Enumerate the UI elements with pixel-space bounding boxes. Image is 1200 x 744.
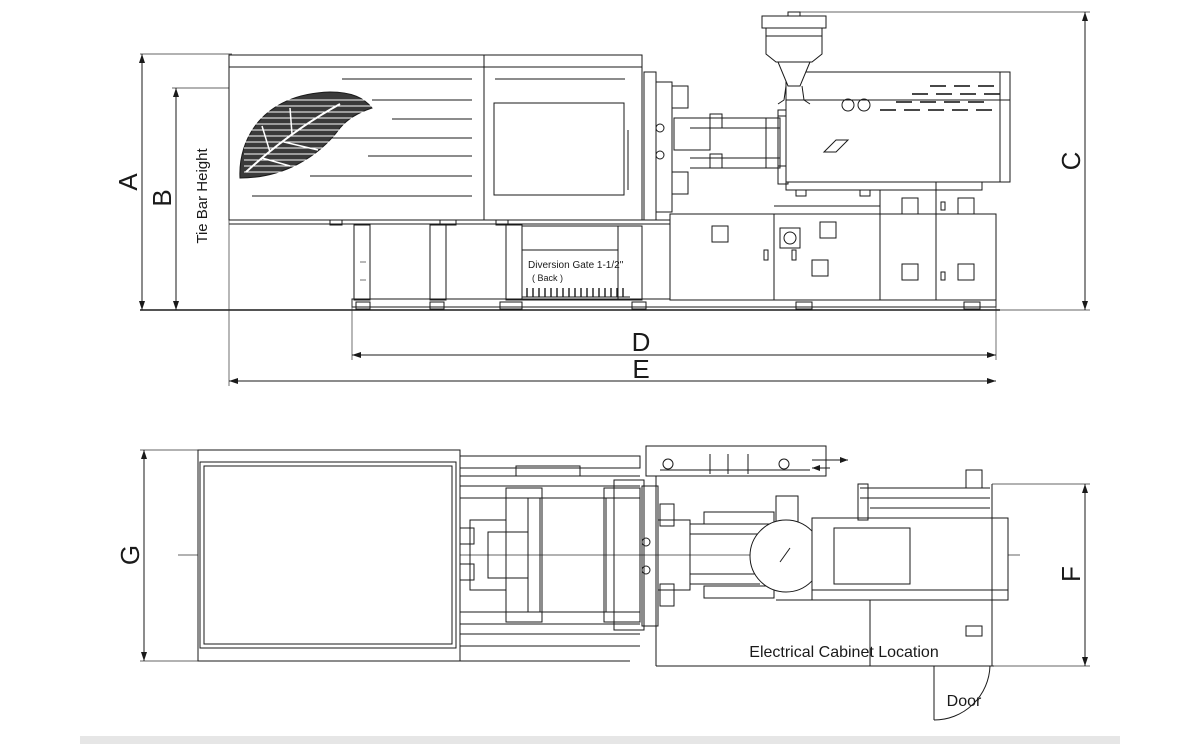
- dimension-e: E: [228, 220, 996, 386]
- hopper: [761, 11, 827, 105]
- dimension-b: B: [147, 87, 232, 310]
- electrical-cabinet-label: Electrical Cabinet Location: [749, 644, 938, 661]
- guard-slats: [252, 78, 625, 197]
- clamp-support: Diversion Gate 1-1/2" ( Back ): [353, 224, 643, 301]
- platen-area: [643, 71, 789, 221]
- tie-bar-height-label: Tie Bar Height: [194, 148, 211, 244]
- injection-unit: [761, 11, 1011, 197]
- leaf-logo-icon: [239, 91, 373, 179]
- bottom-border-strip: [80, 736, 1120, 744]
- fixed-platen-plan: [613, 479, 691, 631]
- dimension-a: A: [113, 53, 232, 311]
- plan-view: G: [115, 445, 1090, 721]
- door-swing: Door: [933, 665, 991, 721]
- dimension-e-label: E: [632, 354, 649, 384]
- back-label: ( Back ): [532, 273, 563, 283]
- dimension-f-label: F: [1056, 566, 1086, 582]
- dimension-g-label: G: [115, 545, 145, 565]
- dimension-c: C: [795, 11, 1090, 311]
- side-elevation-view: A B Tie Bar Height C: [113, 11, 1090, 386]
- injection-body-plan: [776, 469, 1009, 637]
- dimension-f: F: [992, 483, 1090, 667]
- dimension-a-label: A: [113, 173, 143, 191]
- dimension-d-label: D: [632, 327, 651, 357]
- dimension-b-label: B: [147, 189, 177, 206]
- door-label: Door: [947, 693, 982, 710]
- electrical-cabinet-location: Electrical Cabinet Location: [655, 476, 994, 667]
- dimension-g: G: [115, 449, 200, 662]
- dimension-c-label: C: [1056, 152, 1086, 171]
- dimension-d: D: [351, 300, 997, 360]
- clamp-guard-plan: [197, 449, 461, 662]
- clamp-rails-plan: [459, 455, 641, 662]
- diversion-gate-label: Diversion Gate 1-1/2": [528, 260, 624, 271]
- base-cabinets: [669, 182, 997, 301]
- injection-plan: [645, 445, 848, 599]
